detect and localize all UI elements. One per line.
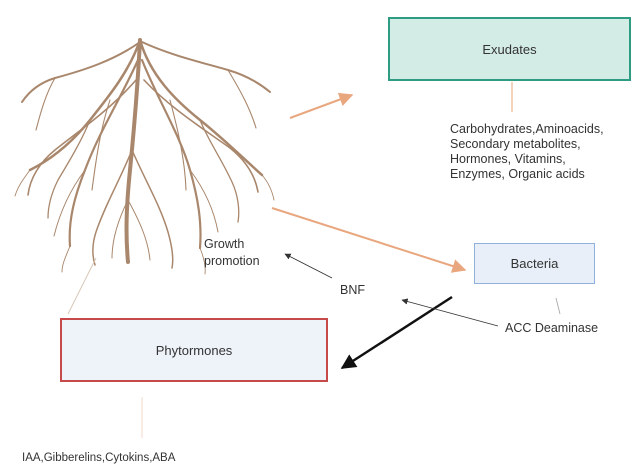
exudates-label: Exudates xyxy=(482,42,536,57)
arrow-bnf-to-growth xyxy=(285,254,332,278)
exudate-list: Carbohydrates,Aminoacids, Secondary meta… xyxy=(450,122,604,182)
exudate-list-item: Secondary metabolites, xyxy=(450,137,604,152)
acc-deaminase-label: ACC Deaminase xyxy=(505,321,598,336)
arrow-acc-to-bnf xyxy=(402,300,498,326)
arrow-roots-to-bacteria xyxy=(272,208,465,270)
line-bacteria-to-acc xyxy=(556,298,560,314)
bacteria-box: Bacteria xyxy=(474,243,595,284)
exudate-list-item: Hormones, Vitamins, xyxy=(450,152,604,167)
growth-label-line: promotion xyxy=(204,253,260,270)
growth-label-line: Growth xyxy=(204,236,260,253)
phytormones-label: Phytormones xyxy=(156,343,233,358)
bacteria-label: Bacteria xyxy=(511,256,559,271)
exudate-list-item: Carbohydrates,Aminoacids, xyxy=(450,122,604,137)
exudate-list-item: Enzymes, Organic acids xyxy=(450,167,604,182)
phytormone-list-label: IAA,Gibberelins,Cytokins,ABA xyxy=(22,451,175,466)
line-roots-to-phytormones xyxy=(68,258,96,314)
phytormones-box: Phytormones xyxy=(60,318,328,382)
growth-promotion-label: Growth promotion xyxy=(204,236,260,270)
bnf-label: BNF xyxy=(340,283,365,298)
exudates-box: Exudates xyxy=(388,17,631,81)
arrow-bacteria-to-phytormones xyxy=(342,297,452,368)
arrow-roots-to-exudates xyxy=(290,95,352,118)
